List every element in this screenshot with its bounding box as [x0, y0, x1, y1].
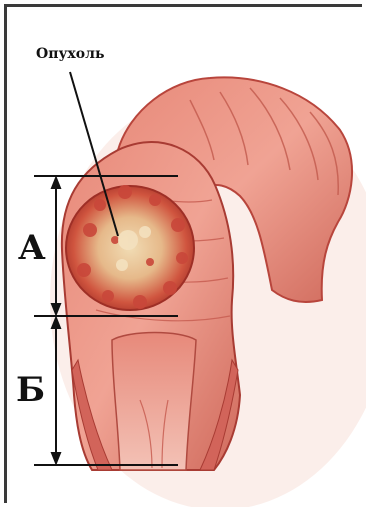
segment-a-label: А	[18, 228, 46, 268]
segment-b-label: Б	[16, 370, 45, 410]
tumor-label: Опухоль	[36, 46, 104, 62]
anal-canal	[112, 333, 196, 471]
tumor-mass	[66, 185, 194, 310]
